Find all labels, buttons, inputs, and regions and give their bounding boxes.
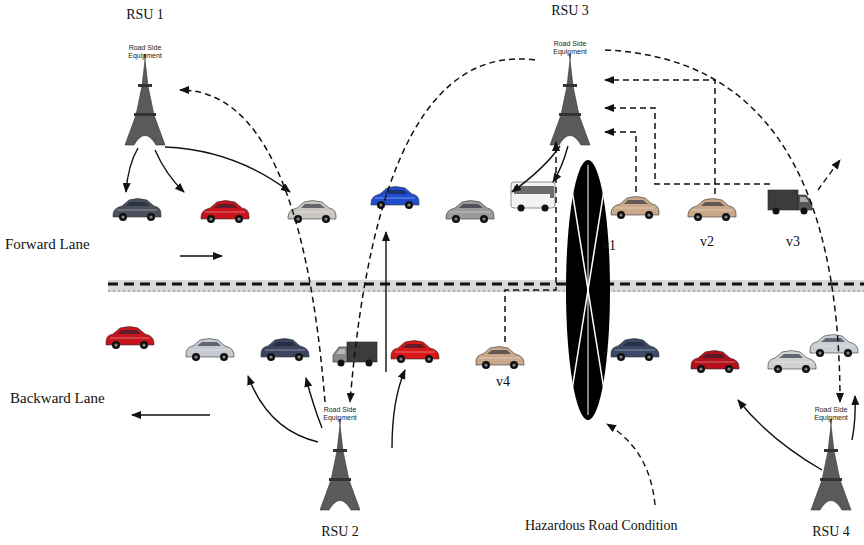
car <box>186 339 234 362</box>
equipment-label: Road Side Equipment <box>318 406 362 421</box>
equipment-label: Road Side Equipment <box>123 44 167 59</box>
hazard-zone <box>566 160 610 420</box>
vehicle-node: v2 <box>690 194 738 250</box>
dashed-connector <box>605 80 715 194</box>
lane-divider <box>108 280 864 292</box>
equipment-label: Road Side Equipment <box>548 40 592 55</box>
relay-arrow <box>818 160 840 190</box>
rsu-label: RSU 1 <box>126 6 164 23</box>
car <box>113 199 161 222</box>
rsu-node: RSU 1 Road Side Equipment <box>110 6 180 146</box>
car <box>768 351 816 374</box>
rsu-label: RSU 2 <box>321 523 359 540</box>
equipment-label: Road Side Equipment <box>809 406 853 421</box>
car <box>810 335 858 358</box>
dashed-connector <box>605 108 770 184</box>
vehicle-label: v4 <box>496 373 510 390</box>
car <box>391 341 439 364</box>
rsu-node: RSU 3 Road Side Equipment <box>535 0 605 142</box>
car <box>106 327 154 350</box>
rsu-tower <box>125 54 165 145</box>
vehicle-node: v4 <box>478 342 526 390</box>
car <box>611 197 659 220</box>
car <box>446 201 494 224</box>
rsu-label: RSU 3 <box>551 2 589 19</box>
rsu-tower <box>811 419 851 510</box>
car <box>611 339 659 362</box>
hazard-label: Hazardous Road Condition <box>525 518 677 534</box>
car <box>476 347 524 370</box>
broadcast-arrows <box>126 146 855 470</box>
dashed-connector <box>605 132 636 192</box>
car <box>691 351 739 374</box>
rsu-node: RSU 4 Road Side Equipment <box>801 402 861 542</box>
vehicle-label: v2 <box>700 233 714 250</box>
car <box>371 187 419 210</box>
truck <box>768 190 812 215</box>
dashed-connector <box>605 50 840 402</box>
car <box>688 199 736 222</box>
dashed-connector <box>350 59 535 402</box>
lane-dash <box>108 283 864 286</box>
leader-line <box>607 424 655 505</box>
vehicle-label: v1 <box>602 237 616 254</box>
bus <box>511 182 555 212</box>
dashed-connector <box>505 142 556 342</box>
lane-label: Backward Lane <box>10 390 105 407</box>
dashed-connector <box>180 90 325 402</box>
rsu-tower <box>550 54 590 145</box>
lane-dash <box>108 291 864 292</box>
vehicle-label: v3 <box>786 233 800 250</box>
lane-label: Forward Lane <box>5 236 90 253</box>
vehicle-node: v1 <box>600 192 660 254</box>
direction-arrow <box>180 255 222 256</box>
rsu-node: RSU 2 Road Side Equipment <box>305 402 375 542</box>
vehicle-node: v3 <box>770 180 815 250</box>
rsu-tower <box>320 419 360 510</box>
car <box>201 201 249 224</box>
rsu-label: RSU 4 <box>812 523 850 540</box>
direction-arrow <box>132 414 210 415</box>
car <box>261 339 309 362</box>
